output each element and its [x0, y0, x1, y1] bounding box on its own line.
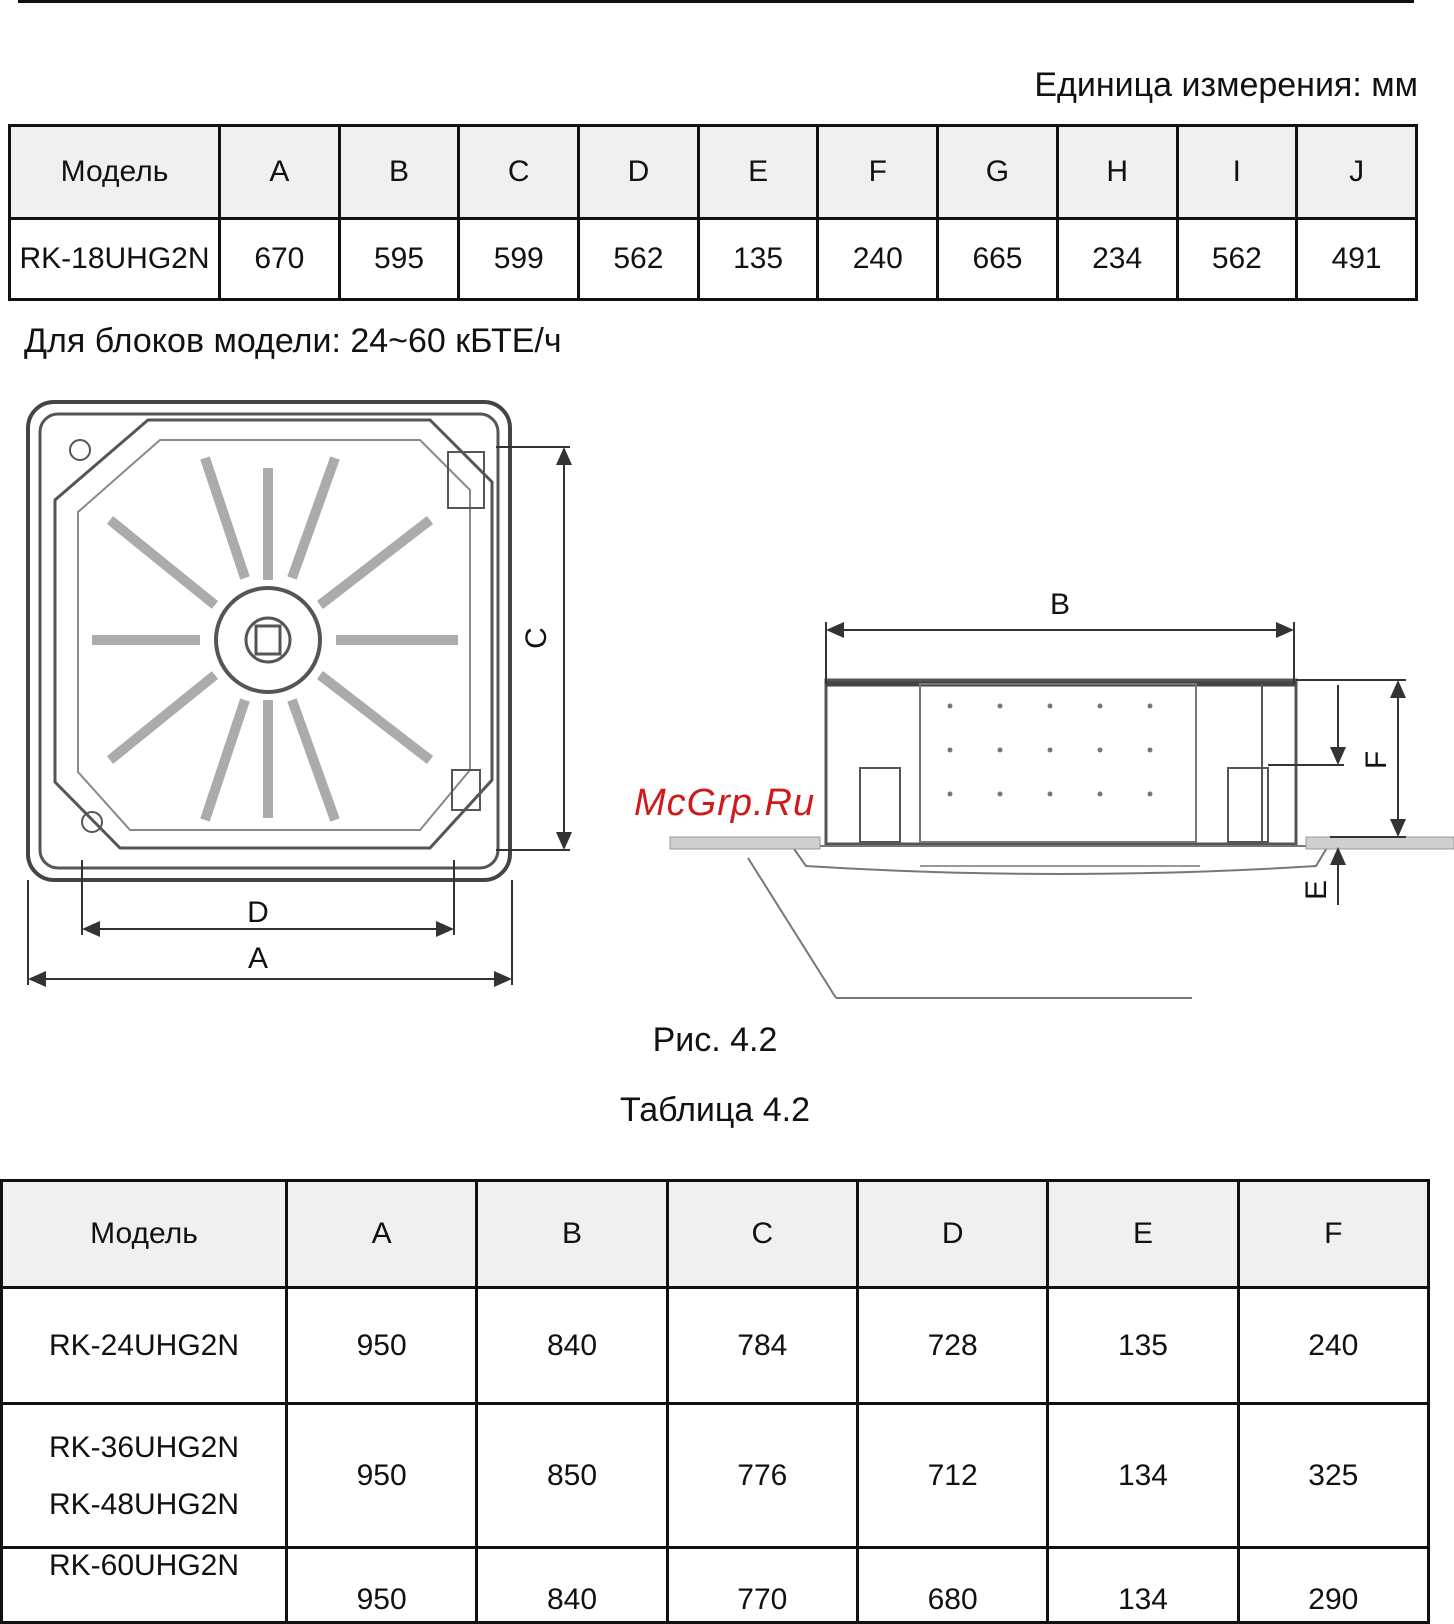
value-cell: 135 — [1046, 1286, 1240, 1405]
header-cell: G — [936, 124, 1059, 220]
dimension-a — [27, 880, 513, 987]
label-c: C — [520, 627, 553, 649]
table-row: RK-60UHG2N 950 840 770 680 134 290 — [0, 1546, 1431, 1624]
header-cell: C — [457, 124, 581, 220]
value-cell: 562 — [577, 217, 700, 301]
dimension-d — [81, 860, 455, 937]
table-header-row: Модель A B C D E F — [0, 1179, 1431, 1289]
header-cell: E — [1046, 1179, 1240, 1289]
header-cell: F — [816, 124, 940, 220]
header-cell: H — [1055, 124, 1179, 220]
model-cell: RK-60UHG2N — [0, 1546, 288, 1624]
header-cell: A — [218, 124, 341, 220]
value-cell: 665 — [936, 217, 1059, 301]
header-cell: C — [665, 1179, 859, 1289]
value-cell: 491 — [1295, 217, 1418, 301]
value-cell: 325 — [1236, 1402, 1431, 1549]
value-cell: 770 — [665, 1546, 859, 1624]
top-rule — [18, 0, 1414, 3]
table-header-row: Модель A B C D E F G H I J — [8, 124, 1418, 220]
value-cell: 234 — [1055, 217, 1179, 301]
value-cell: 850 — [475, 1402, 669, 1549]
table-row: RK-18UHG2N 670 595 599 562 135 240 665 2… — [8, 217, 1418, 301]
value-cell: 784 — [665, 1286, 859, 1405]
label-b: B — [1050, 588, 1070, 621]
header-cell: E — [696, 124, 820, 220]
value-cell: 595 — [337, 217, 461, 301]
header-cell: A — [284, 1179, 479, 1289]
value-cell: 240 — [1236, 1286, 1431, 1405]
value-cell: 562 — [1175, 217, 1299, 301]
header-cell: B — [337, 124, 461, 220]
value-cell: 950 — [284, 1402, 479, 1549]
leader-line — [747, 857, 1192, 999]
header-cell: J — [1295, 124, 1418, 220]
dimension-f — [1296, 679, 1406, 838]
unit-label: Единица измерения: мм — [1034, 66, 1418, 104]
table-row: RK-24UHG2N 950 840 784 728 135 240 — [0, 1286, 1431, 1405]
model-cell: RK-36UHG2N RK-48UHG2N — [0, 1402, 288, 1549]
table-caption: Таблица 4.2 — [619, 1091, 811, 1129]
header-cell: Модель — [0, 1179, 288, 1289]
header-cell: B — [475, 1179, 669, 1289]
label-a: A — [248, 942, 268, 975]
dimensions-table-2: Модель A B C D E F RK-24UHG2N 950 840 78… — [0, 1179, 1431, 1624]
value-cell: 134 — [1046, 1546, 1240, 1624]
model-name: RK-36UHG2N — [48, 1430, 240, 1464]
value-cell: 680 — [855, 1546, 1050, 1624]
value-cell: 135 — [696, 217, 820, 301]
dimensions-table-1: Модель A B C D E F G H I J RK-18UHG2N 67… — [8, 124, 1418, 301]
value-cell: 712 — [855, 1402, 1050, 1549]
value-cell: 840 — [475, 1546, 669, 1624]
value-cell: 670 — [218, 217, 341, 301]
header-cell: Модель — [8, 124, 221, 220]
label-d: D — [247, 896, 269, 929]
section-subheading: Для блоков модели: 24~60 кБТЕ/ч — [24, 322, 562, 360]
value-cell: 240 — [816, 217, 940, 301]
header-cell: I — [1175, 124, 1299, 220]
figure-caption: Рис. 4.2 — [652, 1021, 778, 1059]
value-cell: 840 — [475, 1286, 669, 1405]
dimension-b — [825, 622, 1295, 684]
dimension-e — [1268, 685, 1346, 905]
side-view — [790, 678, 1330, 875]
dimension-c — [496, 446, 572, 851]
header-cell: D — [577, 124, 700, 220]
top-view — [26, 400, 512, 882]
table-row: RK-36UHG2N RK-48UHG2N 950 850 776 712 13… — [0, 1402, 1431, 1549]
watermark: McGrp.Ru — [634, 782, 816, 824]
value-cell: 776 — [665, 1402, 859, 1549]
value-cell: 728 — [855, 1286, 1050, 1405]
header-cell: D — [855, 1179, 1050, 1289]
label-f: F — [1360, 751, 1393, 769]
model-cell: RK-18UHG2N — [8, 217, 221, 301]
value-cell: 950 — [284, 1286, 479, 1405]
value-cell: 290 — [1236, 1546, 1431, 1624]
model-cell: RK-24UHG2N — [0, 1286, 288, 1405]
header-cell: F — [1236, 1179, 1431, 1289]
value-cell: 599 — [457, 217, 581, 301]
value-cell: 950 — [284, 1546, 479, 1624]
value-cell: 134 — [1046, 1402, 1240, 1549]
model-name: RK-48UHG2N — [48, 1487, 240, 1521]
label-e: E — [1300, 880, 1333, 900]
unit-dimension-drawing: D A C B F E — [26, 400, 1454, 999]
